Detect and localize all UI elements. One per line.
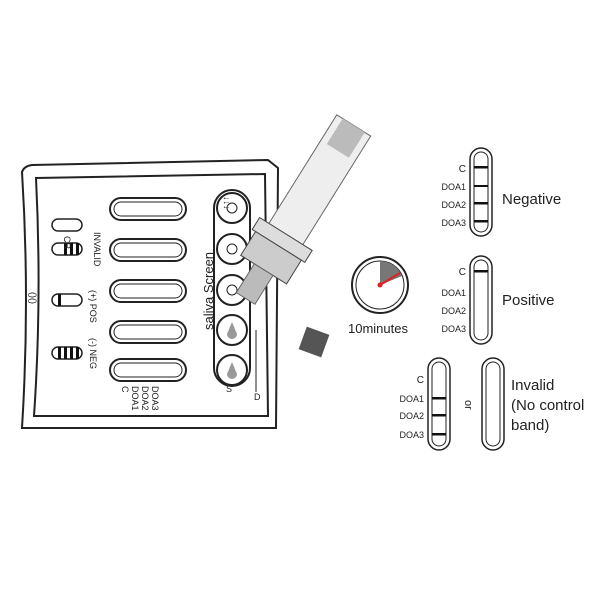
- invalid-label-3: band): [511, 417, 549, 434]
- sample-wells: [213, 189, 257, 392]
- positive-strip: [469, 255, 493, 345]
- inv-doa2: DOA2: [399, 411, 424, 421]
- positive-label: Positive: [502, 292, 555, 309]
- pos-doa1: DOA1: [441, 288, 466, 298]
- window-label-doa3: DOA3: [150, 386, 160, 411]
- window-label-c: C: [120, 386, 130, 393]
- pos-doa2: DOA2: [441, 306, 466, 316]
- inv-doa1: DOA1: [399, 394, 424, 404]
- card-label-invalid: INVALID: [92, 232, 102, 267]
- card-label-cr: CR: [62, 236, 72, 249]
- window-label-doa1: DOA1: [130, 386, 140, 411]
- negative-label: Negative: [502, 191, 561, 208]
- negative-strip: [469, 147, 493, 237]
- timer-icon: [351, 256, 409, 314]
- well-label-d: D: [254, 392, 261, 402]
- or-label: or: [462, 400, 474, 410]
- neg-doa1: DOA1: [441, 182, 466, 192]
- card-label-neg: (-) NEG: [88, 338, 98, 369]
- window-label-doa2: DOA2: [140, 386, 150, 411]
- inv-c: C: [417, 375, 424, 386]
- neg-doa3: DOA3: [441, 218, 466, 228]
- invalid-label-1: Invalid: [511, 377, 554, 394]
- invalid-label-2: (No control: [511, 397, 584, 414]
- invalid-strip-bands: [427, 357, 451, 451]
- device-mark: ()(): [28, 292, 38, 304]
- inv-doa3: DOA3: [399, 430, 424, 440]
- neg-c: C: [459, 164, 466, 175]
- brand-label: saliva Screen: [201, 252, 216, 330]
- neg-doa2: DOA2: [441, 200, 466, 210]
- absorbent-pad: [298, 326, 330, 358]
- card-label-pos: (+) POS: [88, 290, 98, 323]
- pos-doa3: DOA3: [441, 324, 466, 334]
- pos-c: C: [459, 267, 466, 278]
- result-windows: [109, 197, 187, 382]
- swab-collector: [235, 114, 372, 305]
- well-label-s: S: [226, 384, 232, 394]
- timer-label: 10minutes: [348, 321, 408, 336]
- invalid-strip-empty: [481, 357, 505, 451]
- card-legend: [51, 218, 83, 360]
- well-arrows: ↓↓↓: [222, 196, 232, 210]
